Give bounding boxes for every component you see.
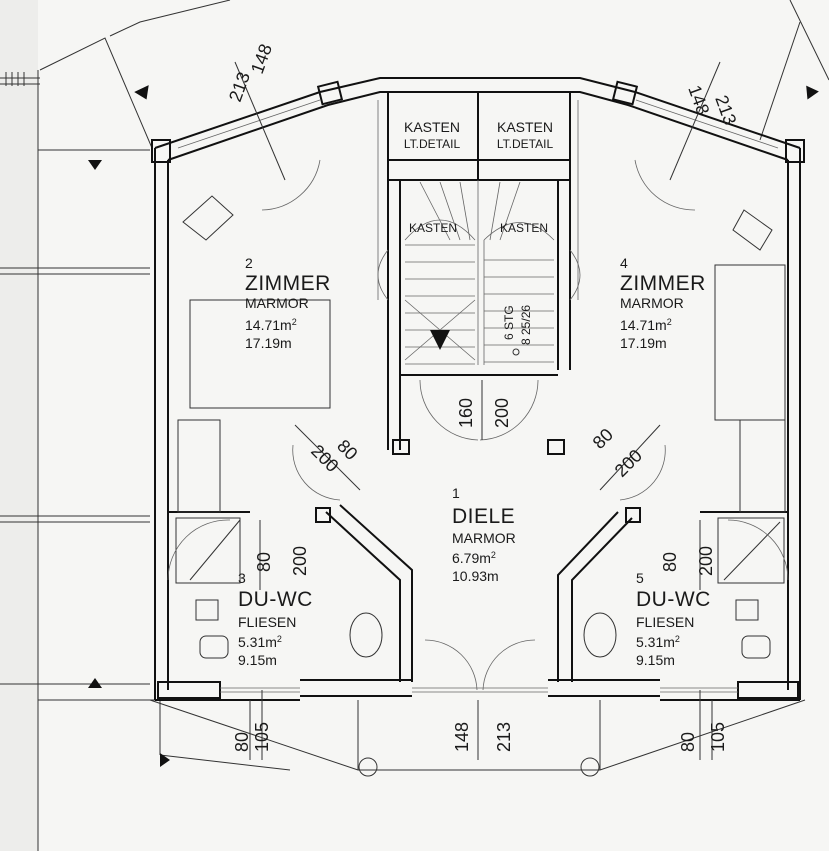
- stair-ratio: 8 25/26: [519, 305, 533, 345]
- room-area: 5.31m2: [636, 634, 680, 650]
- room-perimeter: 9.15m: [238, 652, 277, 668]
- dim-bottom-left-width: 80: [232, 732, 252, 752]
- closet-left-label-2: LT.DETAIL: [404, 137, 461, 151]
- room-zimmer-right: 4 ZIMMER MARMOR 14.71m2 17.19m: [620, 255, 706, 351]
- paper-margin: [0, 0, 38, 851]
- room-number: 3: [238, 570, 246, 586]
- level-arrow-icon: [88, 678, 102, 688]
- dimension-lines: [234, 61, 721, 760]
- stair-count: 6 STG: [502, 305, 516, 340]
- closet-left-label-1: KASTEN: [404, 119, 460, 135]
- room-area: 14.71m2: [245, 317, 297, 333]
- room-perimeter: 17.19m: [620, 335, 667, 351]
- bottom-pillars: [358, 757, 600, 777]
- dim-wc-left-height: 200: [290, 546, 310, 576]
- glazing-lines: [177, 99, 779, 693]
- section-arrow-icon: [806, 85, 819, 100]
- left-grid-lines: [0, 70, 155, 851]
- level-arrow-icon: [88, 160, 102, 170]
- room-perimeter: 9.15m: [636, 652, 675, 668]
- room-floor: MARMOR: [620, 295, 684, 311]
- room-name: ZIMMER: [620, 272, 706, 295]
- stair-start-marker: [512, 348, 520, 356]
- room-number: 5: [636, 570, 644, 586]
- room-name: DIELE: [452, 505, 515, 528]
- stair-closet-left-label: KASTEN: [409, 221, 457, 235]
- dim-wc-left-width: 80: [254, 552, 274, 572]
- room-area: 6.79m2: [452, 550, 496, 566]
- dim-diag-right-height: 200: [611, 445, 646, 480]
- room-diele: 1 DIELE MARMOR 6.79m2 10.93m: [452, 485, 516, 584]
- closet-right-label-2: LT.DETAIL: [497, 137, 554, 151]
- room-name: DU-WC: [636, 588, 711, 611]
- room-number: 2: [245, 255, 253, 271]
- dim-bottom-center-height: 213: [494, 722, 514, 752]
- dim-hall-width: 160: [456, 398, 476, 428]
- dim-hall-height: 200: [492, 398, 512, 428]
- section-arrow-icon: [134, 85, 149, 100]
- dim-bottom-left-height: 105: [252, 722, 272, 752]
- room-floor: FLIESEN: [238, 614, 296, 630]
- room-duwc-right: 5 DU-WC FLIESEN 5.31m2 9.15m: [636, 570, 711, 668]
- section-arrow-icon: [160, 753, 170, 767]
- dim-bottom-right-height: 105: [708, 722, 728, 752]
- furniture: [175, 195, 786, 659]
- dim-bottom-right-width: 80: [678, 732, 698, 752]
- outer-walls: [151, 77, 805, 701]
- dim-tl-height: 213: [225, 69, 254, 104]
- room-number: 1: [452, 485, 460, 501]
- stair-core: [387, 92, 571, 450]
- room-perimeter: 17.19m: [245, 335, 292, 351]
- stair-treads: [377, 100, 581, 365]
- room-name: DU-WC: [238, 588, 313, 611]
- stair-down-arrow-icon: [430, 330, 450, 350]
- room-duwc-left: 3 DU-WC FLIESEN 5.31m2 9.15m: [238, 570, 313, 668]
- door-swings: [167, 159, 789, 691]
- room-name: ZIMMER: [245, 272, 331, 295]
- dim-bottom-center-width: 148: [452, 722, 472, 752]
- room-zimmer-left: 2 ZIMMER MARMOR 14.71m2 17.19m: [245, 255, 331, 351]
- stair-closet-right-label: KASTEN: [500, 221, 548, 235]
- room-number: 4: [620, 255, 628, 271]
- dim-tr-height: 213: [711, 93, 740, 128]
- balcony-outline: [39, 0, 829, 771]
- dim-wc-right-height: 200: [696, 546, 716, 576]
- dim-diag-right-width: 80: [589, 425, 617, 453]
- room-perimeter: 10.93m: [452, 568, 499, 584]
- room-area: 14.71m2: [620, 317, 672, 333]
- dim-tl-width: 148: [247, 41, 276, 76]
- room-floor: MARMOR: [245, 295, 309, 311]
- room-floor: MARMOR: [452, 530, 516, 546]
- closet-right-label-1: KASTEN: [497, 119, 553, 135]
- dim-wc-right-width: 80: [660, 552, 680, 572]
- room-area: 5.31m2: [238, 634, 282, 650]
- room-floor: FLIESEN: [636, 614, 694, 630]
